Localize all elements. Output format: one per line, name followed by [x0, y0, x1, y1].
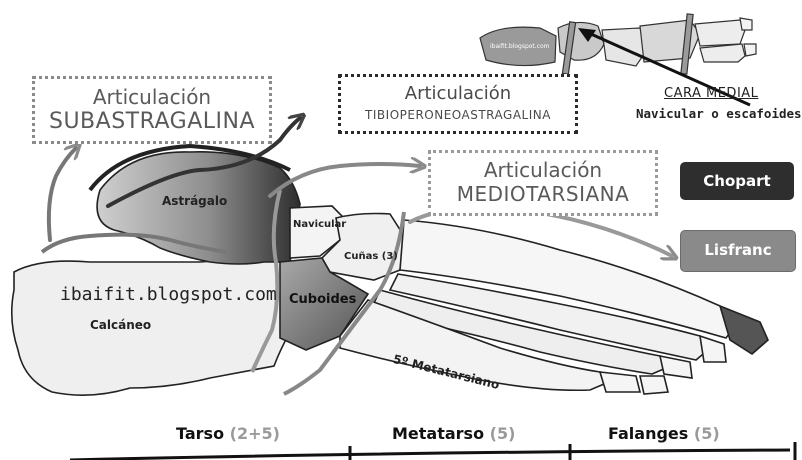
astragalo-label: Astrágalo	[162, 194, 227, 208]
phalanx-3	[660, 356, 692, 378]
segment-falanges: Falanges (5)	[608, 424, 720, 443]
phalanx-1	[720, 306, 768, 354]
tibioperoneo-line2: TIBIOPERONEOASTRAGALINA	[341, 108, 575, 122]
phalanx-2	[700, 336, 726, 362]
lisfranc-button[interactable]: Lisfranc	[680, 230, 796, 272]
segment-metatarso: Metatarso (5)	[392, 424, 515, 443]
medial-view-miniature: ibaifit.blogspot.com	[480, 14, 756, 74]
mediotarsiana-line1: Articulación	[431, 158, 655, 182]
bottom-axis	[70, 442, 795, 460]
segment-metatarso-count: (5)	[490, 424, 516, 443]
arrow-subastragalina	[49, 148, 76, 240]
calcaneo-label: Calcáneo	[90, 318, 151, 332]
watermark-text: ibaifit.blogspot.com	[60, 284, 277, 305]
navicular-label: Navicular	[293, 219, 346, 230]
cuboides-label: Cuboides	[289, 292, 356, 307]
phalanx-4	[600, 372, 640, 392]
subastragalina-line2: SUBASTRAGALINA	[35, 109, 269, 134]
mediotarsiana-line2: MEDIOTARSIANA	[431, 182, 655, 206]
axis-line	[70, 450, 790, 460]
segment-tarso-count: (2+5)	[230, 424, 280, 443]
svg-text:ibaifit.blogspot.com: ibaifit.blogspot.com	[490, 43, 550, 50]
subastragalina-box: Articulación SUBASTRAGALINA	[32, 76, 272, 144]
tibioperoneo-box: Articulación TIBIOPERONEOASTRAGALINA	[338, 74, 578, 134]
mediotarsiana-box: Articulación MEDIOTARSIANA	[428, 150, 658, 216]
cunas-label: Cuñas (3)	[344, 251, 398, 262]
segment-tarso-name: Tarso	[176, 424, 224, 443]
subastragalina-line1: Articulación	[35, 85, 269, 109]
calcaneo-bone	[12, 260, 300, 395]
segment-falanges-count: (5)	[694, 424, 720, 443]
tibioperoneo-line1: Articulación	[341, 83, 575, 104]
phalanx-5	[640, 376, 668, 394]
navicular-escafoides-label: Navicular o escafoides	[636, 106, 802, 121]
segment-falanges-name: Falanges	[608, 424, 688, 443]
chopart-button[interactable]: Chopart	[680, 162, 794, 200]
cara-medial-title: CARA MEDIAL	[664, 86, 758, 101]
segment-metatarso-name: Metatarso	[392, 424, 484, 443]
segment-tarso: Tarso (2+5)	[176, 424, 280, 443]
